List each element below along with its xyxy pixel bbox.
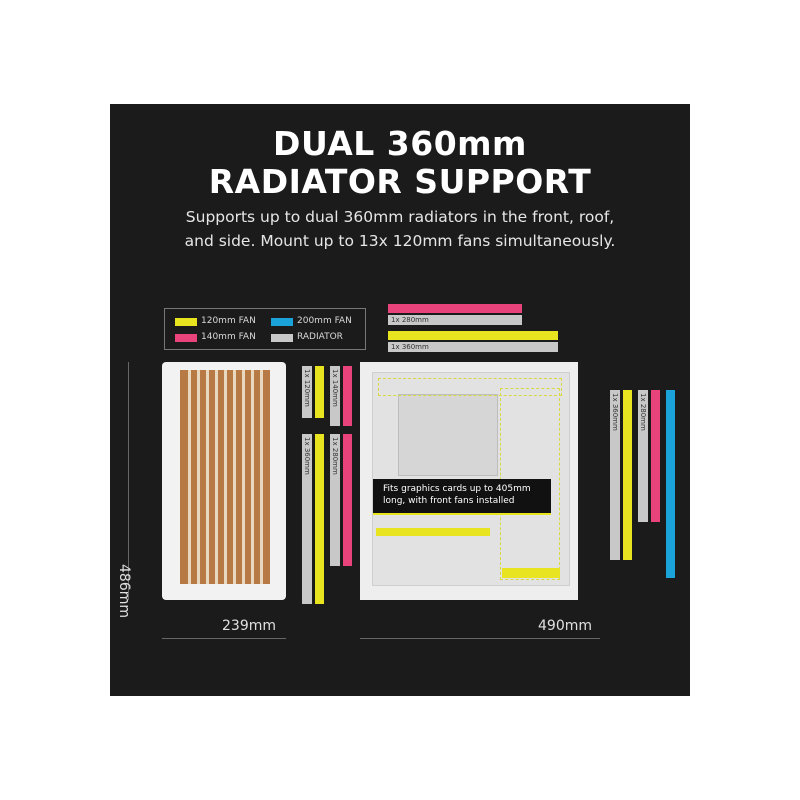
- bottom-fans-bar: [376, 528, 490, 536]
- feature-panel: DUAL 360mm RADIATOR SUPPORT Supports up …: [110, 104, 690, 696]
- top-280-label: 1x 280mm: [391, 316, 429, 324]
- subtitle-line-2: and side. Mount up to 13x 120mm fans sim…: [184, 232, 616, 250]
- height-dimension-label: 486mm: [116, 564, 132, 618]
- height-dimension-line: [128, 362, 129, 600]
- left-280-label: 1x 280mm: [331, 437, 339, 475]
- left-360-radiator-bar: 1x 360mm: [302, 434, 312, 604]
- right-360-label: 1x 360mm: [611, 393, 619, 431]
- top-360-radiator-bar: 1x 360mm: [388, 342, 558, 352]
- right-200-fan-bar: [666, 390, 675, 578]
- left-120-radiator-bar: 1x 120mm: [302, 366, 312, 418]
- depth-dimension-line: [360, 638, 600, 639]
- legend-swatch-120: [175, 318, 197, 326]
- top-360-label: 1x 360mm: [391, 343, 429, 351]
- legend-swatch-200: [271, 318, 293, 326]
- wood-front-panel: [180, 370, 270, 584]
- right-360-fan-bar: [623, 390, 632, 560]
- callout-line-1: Fits graphics cards up to 405mm: [383, 484, 531, 494]
- motherboard-tray: [398, 394, 498, 476]
- legend-label-140: 140mm FAN: [201, 332, 256, 342]
- left-280-fan-bar: [343, 434, 352, 566]
- left-120-label: 1x 120mm: [303, 369, 311, 407]
- legend-swatch-radiator: [271, 334, 293, 342]
- width-dimension-line: [162, 638, 286, 639]
- psu-fan-bar: [502, 568, 560, 578]
- top-120-fans-bar: [388, 331, 558, 340]
- top-140-fans-bar: [388, 304, 522, 313]
- left-140-label: 1x 140mm: [331, 369, 339, 407]
- legend-label-120: 120mm FAN: [201, 316, 256, 326]
- left-360-fan-bar: [315, 434, 324, 604]
- left-360-label: 1x 360mm: [303, 437, 311, 475]
- depth-dimension-label: 490mm: [538, 618, 592, 634]
- top-mount-outline: [378, 378, 562, 396]
- right-280-radiator-bar: 1x 280mm: [638, 390, 648, 522]
- left-140-radiator-bar: 1x 140mm: [330, 366, 340, 426]
- right-360-radiator-bar: 1x 360mm: [610, 390, 620, 560]
- right-280-fan-bar: [651, 390, 660, 522]
- left-280-radiator-bar: 1x 280mm: [330, 434, 340, 566]
- legend-label-200: 200mm FAN: [297, 316, 352, 326]
- right-280-label: 1x 280mm: [639, 393, 647, 431]
- legend: 120mm FAN 200mm FAN 140mm FAN RADIATOR: [164, 308, 366, 350]
- title-line-2: RADIATOR SUPPORT: [208, 162, 592, 201]
- title-line-1: DUAL 360mm: [273, 124, 527, 163]
- left-120-fan-bar: [315, 366, 324, 418]
- left-140-fan-bar: [343, 366, 352, 426]
- subtitle-line-1: Supports up to dual 360mm radiators in t…: [185, 208, 615, 226]
- callout-line-2: long, with front fans installed: [383, 496, 515, 506]
- legend-swatch-140: [175, 334, 197, 342]
- legend-label-radiator: RADIATOR: [297, 332, 343, 342]
- width-dimension-label: 239mm: [222, 618, 276, 634]
- top-280-radiator-bar: 1x 280mm: [388, 315, 522, 325]
- gpu-clearance-callout: Fits graphics cards up to 405mm long, wi…: [373, 479, 551, 515]
